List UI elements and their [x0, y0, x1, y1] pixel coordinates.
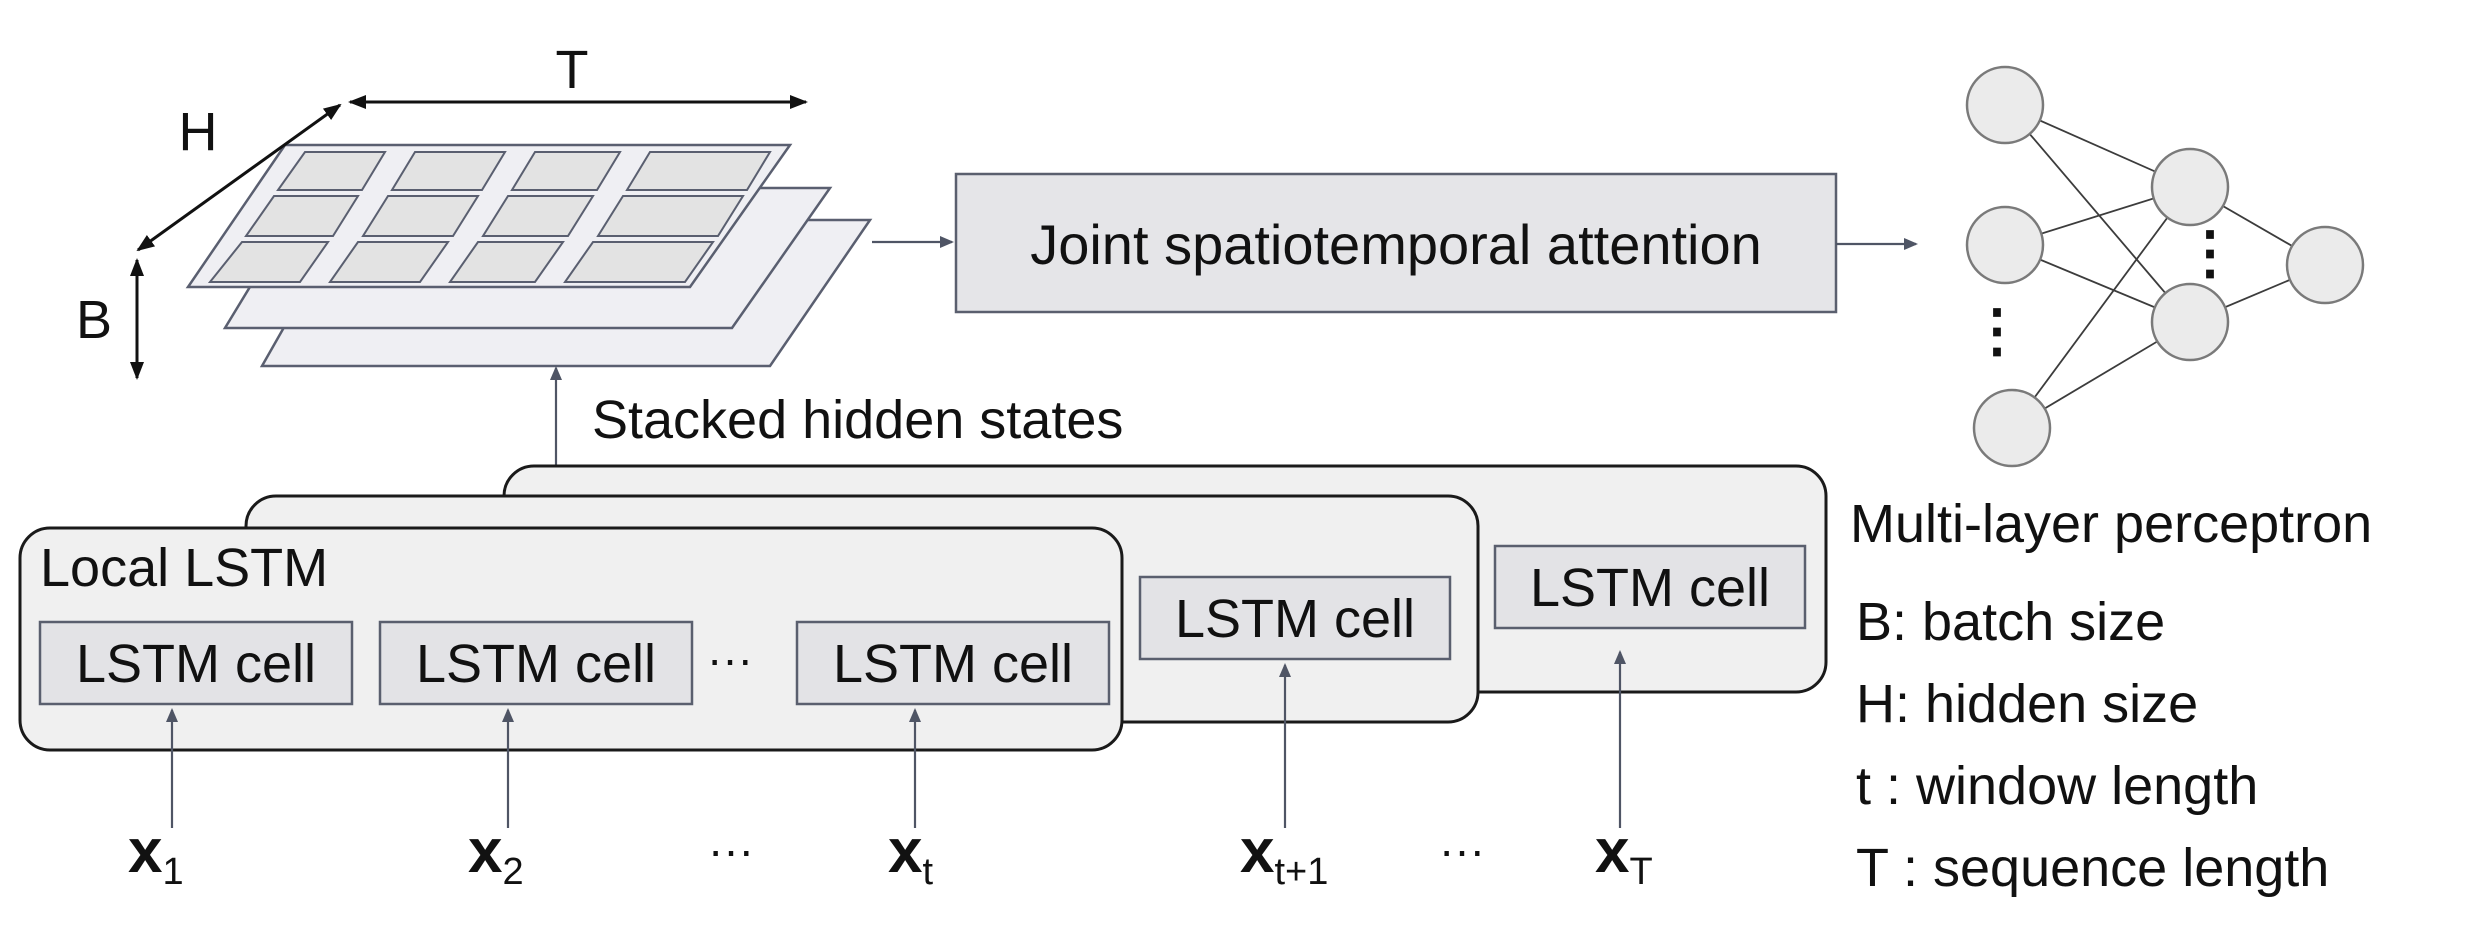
attention-label: Joint spatiotemporal attention — [1030, 213, 1762, 276]
grid-cell — [510, 151, 622, 191]
legend-window-length: t : window length — [1856, 756, 2258, 816]
mlp-label: Multi-layer perceptron — [1850, 494, 2372, 554]
stacked-hidden-states-label: Stacked hidden states — [592, 390, 1123, 450]
lstm-cell-1 — [38, 620, 354, 706]
legend: B: batch size H: hidden size t : window … — [1856, 592, 2329, 898]
lstm-cell-label: LSTM cell — [416, 634, 656, 694]
input-xt-plus-1: xt+1 — [1240, 817, 1328, 893]
h-dimension-arrow — [136, 103, 342, 252]
grid-cell — [596, 195, 745, 237]
grid-cell — [448, 241, 565, 283]
mlp-output-node — [2285, 225, 2365, 305]
legend-batch-size: B: batch size — [1856, 592, 2165, 652]
input-x1: x1 — [128, 817, 184, 893]
grid-cell — [563, 241, 715, 283]
local-lstm-label: Local LSTM — [40, 538, 328, 598]
legend-hidden-size: H: hidden size — [1856, 674, 2198, 734]
mlp-hidden-ellipsis: ⋮ — [2181, 220, 2239, 285]
grid-cell — [390, 151, 507, 191]
stacked-hidden-states-tensor — [185, 143, 873, 368]
mlp-edge — [2004, 104, 2191, 323]
legend-sequence-length: T : sequence length — [1856, 838, 2329, 898]
lstm-cell-label: LSTM cell — [76, 634, 316, 694]
lstm-cell-ellipsis: ··· — [707, 633, 753, 685]
input-x2: x2 — [468, 817, 524, 893]
mlp-input-node — [1972, 388, 2052, 468]
mlp-hidden-node — [2150, 147, 2230, 227]
input-ellipsis-2: ··· — [1439, 824, 1485, 876]
mlp-network: ⋮ ⋮ — [1965, 65, 2365, 468]
mlp-edge — [2011, 186, 2191, 429]
grid-cell — [361, 195, 480, 237]
input-ellipsis-1: ··· — [708, 824, 754, 876]
grid-cell — [328, 241, 450, 283]
input-xT: xT — [1595, 817, 1653, 893]
input-xt: xt — [888, 817, 933, 893]
mlp-input-ellipsis: ⋮ — [1968, 298, 2026, 363]
lstm-cell-middle — [1138, 575, 1452, 661]
grid-cell — [481, 195, 595, 237]
h-dimension-label: H — [179, 102, 218, 162]
lstm-cell-label: LSTM cell — [1175, 589, 1415, 649]
b-dimension-label: B — [76, 290, 112, 350]
grid-cell — [625, 151, 772, 191]
lstm-cell-label: LSTM cell — [1530, 558, 1770, 618]
mlp-hidden-node — [2150, 282, 2230, 362]
hidden-state-grid — [207, 151, 772, 283]
t-dimension-label: T — [556, 40, 589, 100]
lstm-cell-2 — [378, 620, 694, 706]
lstm-cell-t — [795, 620, 1111, 706]
lstm-cell-back — [1493, 544, 1807, 630]
mlp-input-node — [1965, 205, 2045, 285]
mlp-input-node — [1965, 65, 2045, 145]
attention-box — [954, 172, 1838, 314]
lstm-cell-label: LSTM cell — [833, 634, 1073, 694]
